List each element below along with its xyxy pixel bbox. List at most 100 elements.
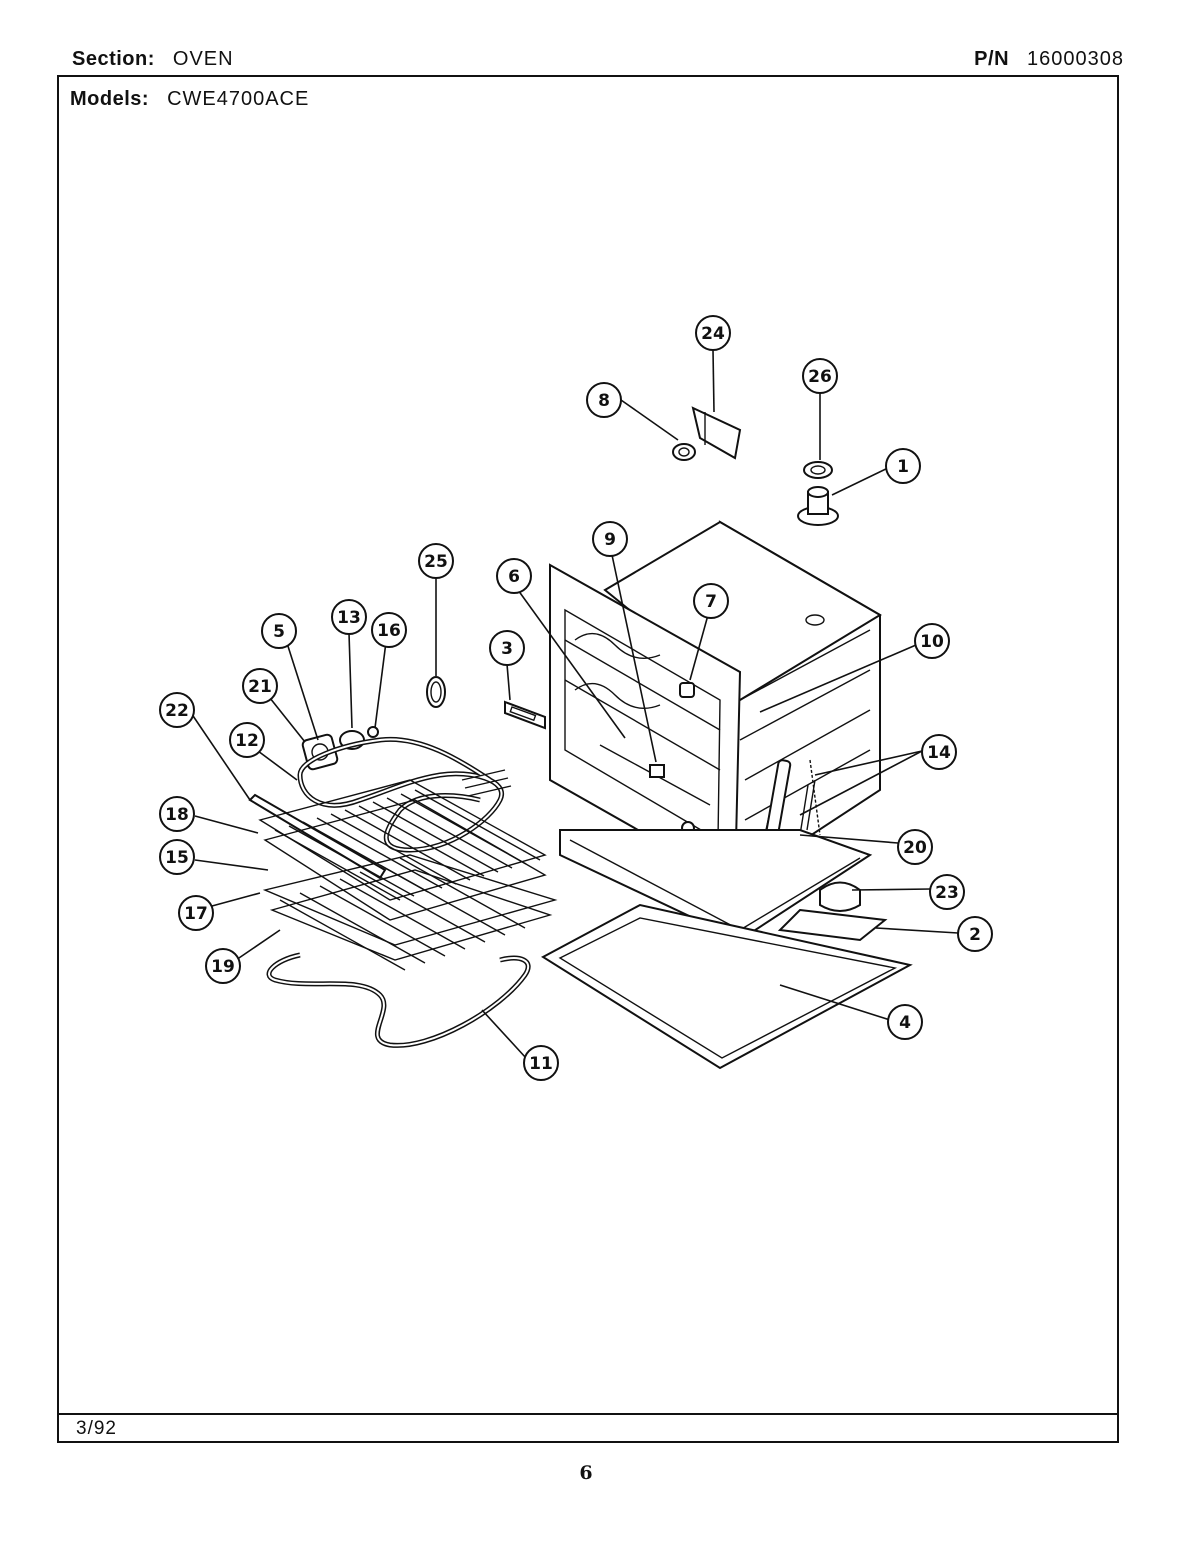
callout-circle [887,1004,923,1040]
callout-circle [523,1045,559,1081]
callout-13: 13 [331,599,367,635]
diagram-frame [57,75,1119,1443]
callout-circle [802,358,838,394]
callout-9: 9 [592,521,628,557]
bake-element-drawing [266,952,531,1048]
callout-label: 18 [165,805,189,825]
models-label: Models: [70,88,150,110]
callout-label: 15 [165,848,189,868]
callout-circle [242,668,278,704]
callout-circle [229,722,265,758]
callout-10: 10 [914,623,950,659]
callout-1: 1 [885,448,921,484]
callout-circle [929,874,965,910]
pn-label: P/N [974,48,1010,70]
callout-23: 23 [929,874,965,910]
callout-label: 9 [604,530,616,550]
revision-date: 3/92 [76,1418,117,1439]
callout-label: 11 [529,1054,553,1074]
callout-17: 17 [178,895,214,931]
callout-15: 15 [159,839,195,875]
callout-4: 4 [887,1004,923,1040]
part-number-heading: P/N 16000308 [974,48,1124,71]
oven-bottom-drawing [559,829,873,942]
broil-element-drawing [297,736,512,853]
callout-label: 7 [705,592,717,612]
callout-circle [914,623,950,659]
callout-label: 26 [808,367,832,387]
bottom-tray-drawing [541,903,913,1070]
callout-circle [693,583,729,619]
callout-16: 16 [371,612,407,648]
callout-circle [921,734,957,770]
callout-label: 13 [337,608,361,628]
callout-14: 14 [921,734,957,770]
section-heading: Section: OVEN [72,48,234,71]
callout-circle [159,839,195,875]
callout-26: 26 [802,358,838,394]
callout-bubbles: 1234567891011121314151617181920212223242… [159,315,993,1081]
callout-label: 16 [377,621,401,641]
callout-12: 12 [229,722,265,758]
section-label: Section: [72,48,155,70]
callout-22: 22 [159,692,195,728]
callout-label: 21 [248,677,272,697]
callout-circle [957,916,993,952]
callout-label: 12 [235,731,259,751]
callout-circle [261,613,297,649]
callout-circle [586,382,622,418]
callout-label: 10 [920,632,944,652]
callout-25: 25 [418,543,454,579]
callout-3: 3 [489,630,525,666]
callout-circle [592,521,628,557]
callout-label: 22 [165,701,189,721]
callout-label: 20 [903,838,927,858]
models-heading: Models: CWE4700ACE [70,88,309,111]
callout-label: 3 [501,639,513,659]
callout-21: 21 [242,668,278,704]
small-parts-top-drawing [672,406,839,526]
callout-label: 14 [927,743,951,763]
callout-circle [695,315,731,351]
callout-circle [205,948,241,984]
callout-24: 24 [695,315,731,351]
footer-divider [57,1413,1119,1415]
leader-lines [186,349,959,1059]
callout-label: 2 [969,925,981,945]
callout-circle [371,612,407,648]
callout-label: 8 [598,391,610,411]
callout-circle [885,448,921,484]
callout-8: 8 [586,382,622,418]
page-number: 6 [579,1462,593,1484]
callout-circle [496,558,532,594]
callout-label: 5 [273,622,285,642]
callout-circle [897,829,933,865]
callout-18: 18 [159,796,195,832]
callout-circle [489,630,525,666]
callout-circle [178,895,214,931]
callout-label: 23 [935,883,959,903]
callout-label: 6 [508,567,520,587]
pn-value: 16000308 [1027,48,1124,70]
callout-circle [159,796,195,832]
gasket-trim-drawing [426,676,546,730]
section-value: OVEN [172,48,234,70]
bracket-drawing [777,881,888,942]
callout-label: 25 [424,552,448,572]
callout-label: 19 [211,957,235,977]
callout-5: 5 [261,613,297,649]
callout-circle [159,692,195,728]
callout-19: 19 [205,948,241,984]
callout-circle [418,543,454,579]
callout-11: 11 [523,1045,559,1081]
models-value: CWE4700ACE [167,88,310,110]
oven-racks-drawing [248,779,558,971]
callout-label: 17 [184,904,208,924]
callout-label: 1 [897,457,909,477]
callout-20: 20 [897,829,933,865]
callout-circle [331,599,367,635]
callout-label: 24 [701,324,725,344]
callout-label: 4 [899,1013,911,1033]
callout-6: 6 [496,558,532,594]
